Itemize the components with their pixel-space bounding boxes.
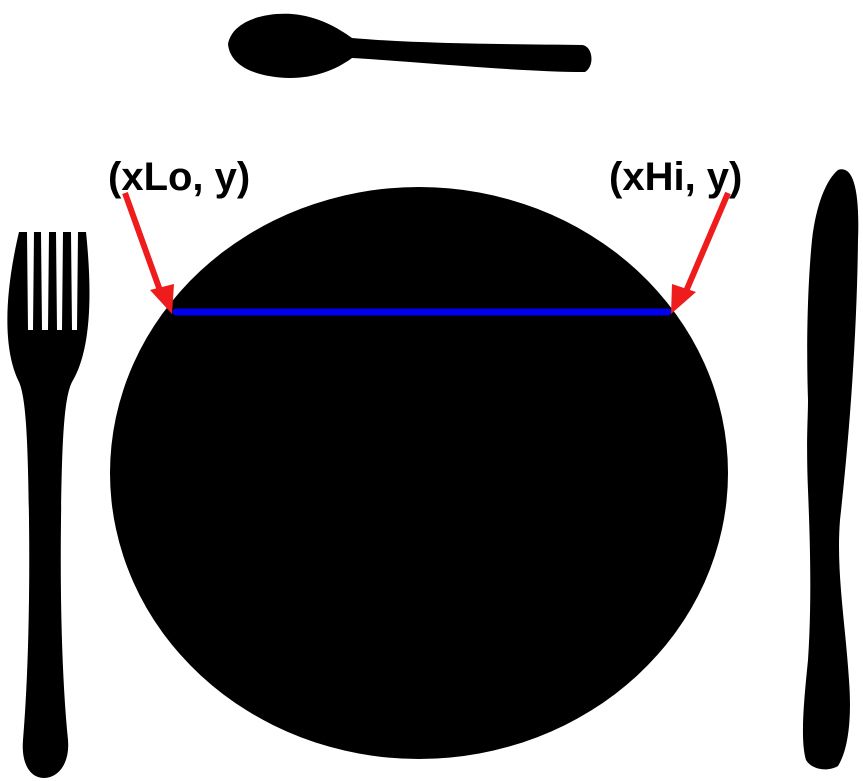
- left-arrow: [125, 193, 174, 314]
- left-point-label: (xLo, y): [108, 155, 250, 199]
- right-arrow: [671, 193, 728, 314]
- fork-icon: [7, 232, 89, 778]
- knife-icon: [803, 169, 858, 769]
- plate-icon: [110, 187, 728, 759]
- spoon-icon: [228, 14, 591, 78]
- right-point-label: (xHi, y): [609, 155, 742, 199]
